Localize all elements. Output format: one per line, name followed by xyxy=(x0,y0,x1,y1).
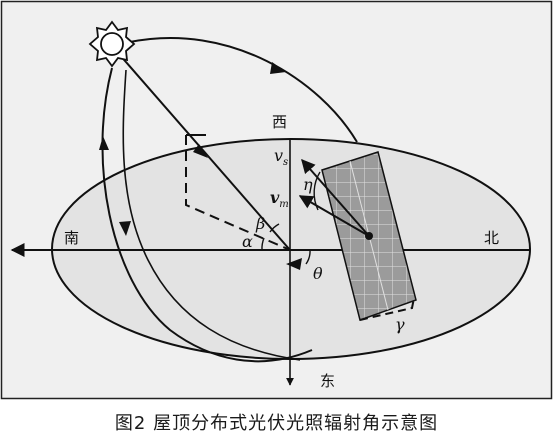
label-vs: vs xyxy=(274,146,288,168)
gamma-guide xyxy=(359,297,415,321)
label-east: 东 xyxy=(320,372,335,390)
label-north: 北 xyxy=(484,229,499,247)
label-west: 西 xyxy=(272,113,287,131)
figure-caption: 图2 屋顶分布式光伏光照辐射角示意图 xyxy=(114,413,439,434)
theta-arc xyxy=(305,249,311,265)
sun-icon xyxy=(88,20,136,68)
label-beta: β xyxy=(255,214,265,233)
vm-vector xyxy=(298,195,370,237)
sun-path-arrow xyxy=(270,62,286,74)
sun-ray-arrow xyxy=(193,144,208,158)
beta-arc xyxy=(269,223,280,233)
label-theta: θ xyxy=(313,264,323,283)
label-south: 南 xyxy=(64,229,79,247)
label-vm: vm xyxy=(270,188,289,210)
label-gamma: γ xyxy=(395,315,405,334)
sun-path-arrow-left xyxy=(99,136,109,150)
alpha-arc xyxy=(261,237,265,251)
label-alpha: α xyxy=(242,232,253,251)
origin-arrow xyxy=(286,258,302,270)
sun-path-loop-inner xyxy=(122,69,301,361)
vs-vector xyxy=(301,158,370,237)
sun-path-arrow-lower xyxy=(119,221,131,236)
projection-dashed xyxy=(185,135,291,251)
eta-arc xyxy=(313,171,321,211)
label-eta: η xyxy=(303,175,313,194)
sun-path-arc xyxy=(129,37,358,143)
